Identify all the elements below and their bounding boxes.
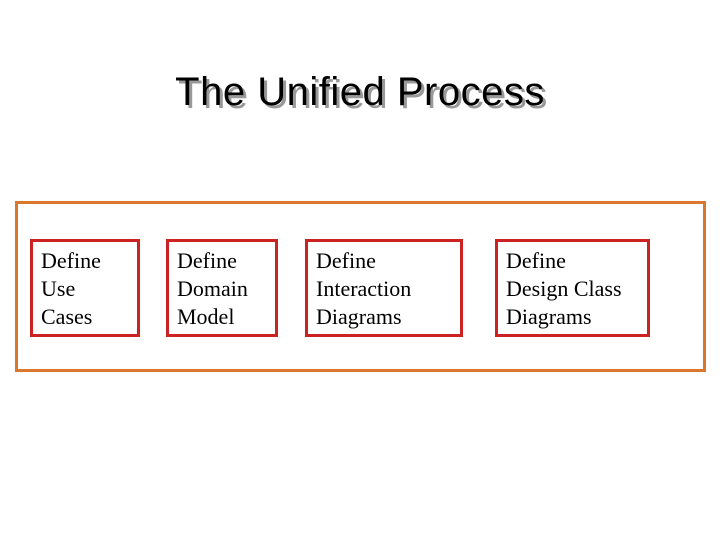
step-label: Define Interaction Diagrams bbox=[316, 248, 412, 329]
step-define-domain-model: Define Domain Model bbox=[166, 239, 278, 337]
step-define-interaction-diagrams: Define Interaction Diagrams bbox=[305, 239, 463, 337]
step-define-use-cases: Define Use Cases bbox=[30, 239, 140, 337]
step-label: Define Design Class Diagrams bbox=[506, 248, 622, 329]
step-define-design-class-diagrams: Define Design Class Diagrams bbox=[495, 239, 650, 337]
step-label: Define Use Cases bbox=[41, 248, 101, 329]
slide-title: The Unified Process bbox=[175, 70, 545, 114]
process-container bbox=[15, 201, 706, 372]
step-label: Define Domain Model bbox=[177, 248, 248, 329]
